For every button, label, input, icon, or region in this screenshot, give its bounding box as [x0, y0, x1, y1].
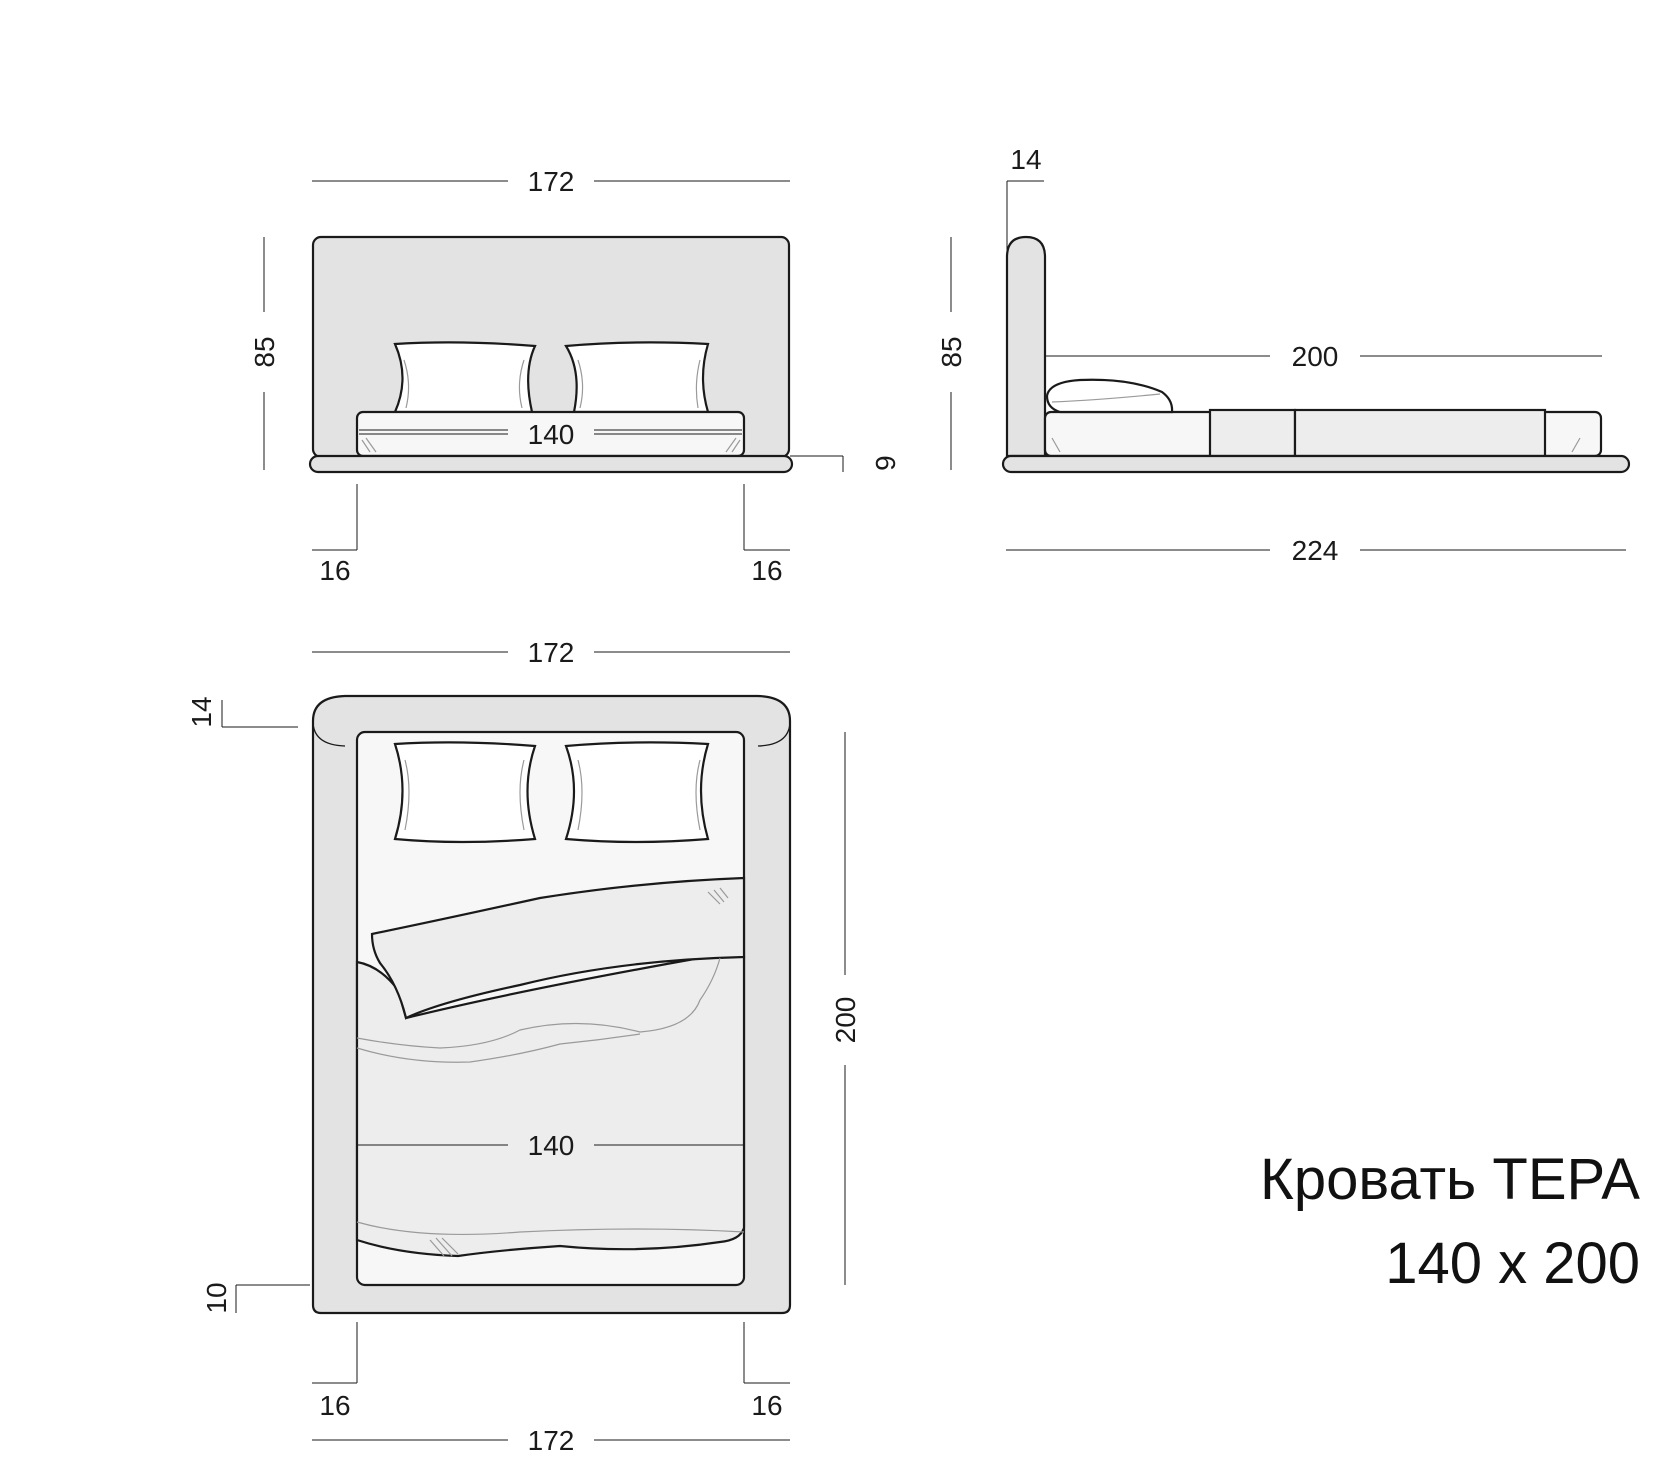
side-headboard — [1005, 235, 1047, 458]
side-overall-length-label: 224 — [1292, 535, 1339, 566]
product-size: 140 x 200 — [1385, 1231, 1640, 1296]
front-view: 172 85 140 6 16 16 — [249, 166, 901, 586]
front-pillow-left — [393, 341, 537, 414]
front-base — [308, 454, 794, 474]
top-pillow-left — [393, 741, 537, 844]
side-headboard-thickness-label: 14 — [1010, 144, 1041, 175]
front-offset-left-label: 16 — [319, 555, 350, 586]
front-mattress-width-label: 140 — [528, 419, 575, 450]
front-pillow-right — [564, 341, 710, 414]
top-pillow-right — [564, 741, 710, 844]
front-base-thickness-label: 6 — [870, 455, 901, 471]
side-height-label: 85 — [936, 336, 967, 367]
side-pillow — [1045, 378, 1174, 414]
front-offset-right-label: 16 — [751, 555, 782, 586]
side-blanket — [1293, 408, 1547, 458]
product-name: Кровать ТЕРА — [1260, 1147, 1640, 1212]
top-view: 172 14 140 200 — [186, 637, 861, 1456]
top-blanket-flap — [370, 876, 746, 1020]
side-mattress-length-label: 200 — [1292, 341, 1339, 372]
top-offset-left-label: 16 — [319, 1390, 350, 1421]
top-width-bottom-label: 172 — [528, 1425, 575, 1456]
side-base — [1001, 454, 1631, 474]
top-offset-right-label: 16 — [751, 1390, 782, 1421]
top-mattress-width-label: 140 — [528, 1130, 575, 1161]
top-width-label: 172 — [528, 637, 575, 668]
side-view: 14 85 200 224 — [936, 144, 1631, 566]
product-title-block: Кровать ТЕРА 140 x 200 — [1260, 1138, 1640, 1306]
top-foot-rail-label: 10 — [201, 1282, 232, 1313]
top-mattress-length-label: 200 — [830, 997, 861, 1044]
front-height-label: 85 — [249, 336, 280, 367]
front-width-label: 172 — [528, 166, 575, 197]
side-blanket-fold — [1208, 408, 1297, 458]
top-headboard-depth-label: 14 — [186, 696, 217, 727]
